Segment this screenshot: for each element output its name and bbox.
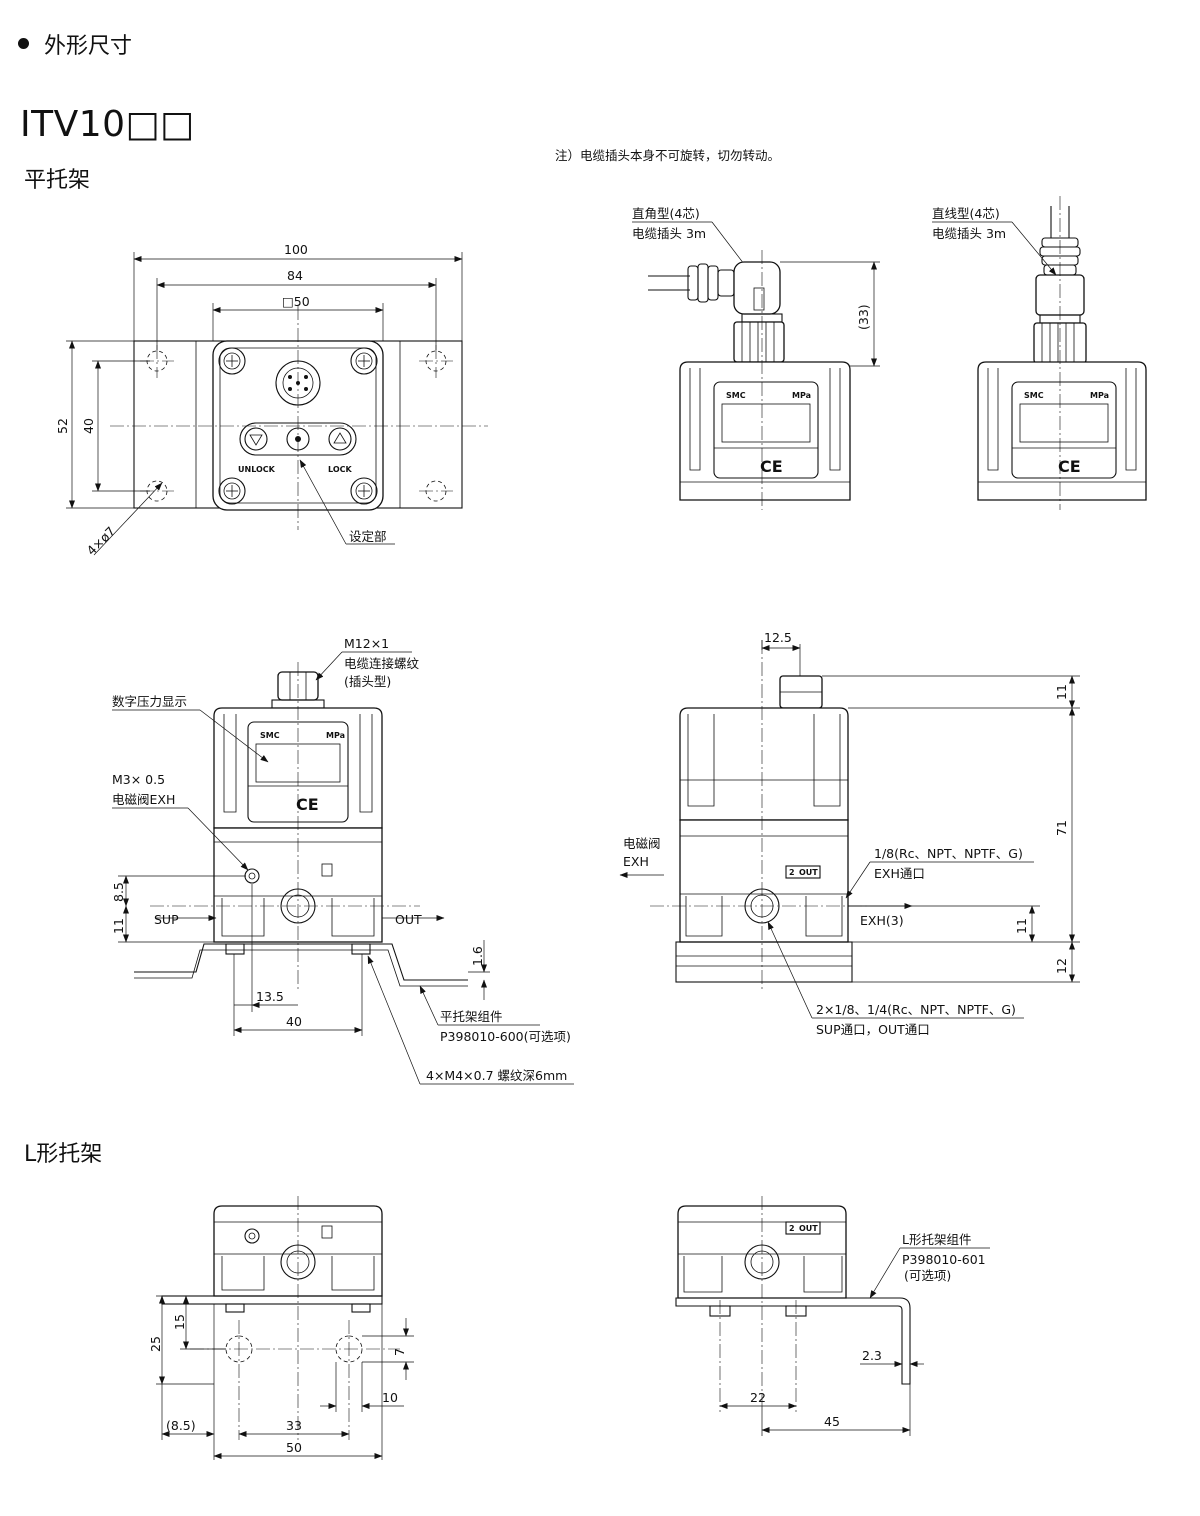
dim-40-front: 40	[286, 1014, 302, 1029]
mpa-label: MPa	[326, 731, 345, 740]
dim-2-3: 2.3	[862, 1348, 882, 1363]
exh-valve-label: 电磁阀EXH	[112, 792, 175, 807]
dim-11-bottom: 11	[1014, 918, 1029, 934]
dim-52: 52	[55, 418, 70, 434]
flat-bracket-subtitle: 平托架	[24, 168, 91, 193]
l-bracket-front-view: 25 15 7 10 (8.5) 33 50	[148, 1196, 414, 1460]
dim-15: 15	[172, 1314, 187, 1330]
plug-type-label: (插头型)	[344, 674, 391, 689]
angle-connector-view: 直角型(4芯) 电缆插头 3m SMC MPa CE	[632, 206, 880, 510]
hole-spec: 4×ø7	[84, 523, 119, 558]
l-bracket-optional: (可选项)	[904, 1268, 951, 1283]
dim-8-5: 8.5	[111, 882, 126, 902]
ce-mark: CE	[296, 795, 319, 814]
bracket-part: P398010-600(可选项)	[440, 1029, 571, 1044]
exh-port-icon	[244, 1228, 260, 1244]
l-bracket-subtitle: L形托架	[24, 1142, 103, 1167]
lock-label: LOCK	[328, 465, 352, 474]
out-label: OUT	[395, 912, 422, 927]
unlock-label: UNLOCK	[238, 465, 276, 474]
thread-label: 电缆连接螺纹	[344, 656, 420, 671]
dim-7: 7	[392, 1348, 407, 1356]
dim-1-6: 1.6	[470, 946, 485, 966]
dim-33: (33)	[856, 304, 871, 330]
m3-label: M3× 0.5	[112, 772, 165, 787]
screw-icon	[218, 477, 246, 505]
l-bracket-label: L形托架组件	[902, 1232, 971, 1247]
side-view: 2 OUT 12.5 11 71 11 12 电磁阀 EXH 1/8(Rc、NP…	[619, 630, 1080, 1037]
port-number: 2	[789, 868, 795, 877]
down-button-icon	[244, 427, 268, 451]
ce-mark: CE	[760, 457, 783, 476]
connector-note: 注）电缆插头本身不可旋转，切勿转动。	[555, 148, 781, 163]
straight-connector-view: 直线型(4芯) 电缆插头 3m SMC MPa CE	[932, 196, 1147, 510]
front-view: SMC MPa CE SUP OUT M12×1 电缆连接螺纹 (插头型)	[111, 636, 574, 1085]
cable-gland-icon	[687, 263, 735, 303]
section-heading: 外形尺寸	[44, 34, 133, 59]
straight-label-1: 直线型(4芯)	[932, 206, 1000, 221]
setting-label: 设定部	[349, 529, 387, 544]
straight-label-2: 电缆插头 3m	[932, 226, 1006, 241]
up-button-icon	[328, 427, 352, 451]
dim-12-5: 12.5	[764, 630, 792, 645]
top-view: UNLOCK LOCK 100 84 □50 52	[55, 242, 488, 558]
m12-label: M12×1	[344, 636, 389, 651]
dim-11-top: 11	[1054, 684, 1069, 700]
port-spec: 1/8(Rc、NPT、NPTF、G)	[874, 846, 1023, 861]
screw-label: 4×M4×0.7 螺纹深6mm	[426, 1068, 567, 1083]
bracket-label: 平托架组件	[440, 1009, 503, 1024]
dim-45: 45	[824, 1414, 840, 1429]
dim-10: 10	[382, 1390, 398, 1405]
dim-50-l: 50	[286, 1440, 302, 1455]
exh3-label: EXH(3)	[860, 913, 904, 928]
exh-label: EXH	[623, 854, 649, 869]
screw-icon	[350, 347, 378, 375]
dim-100: 100	[284, 242, 308, 257]
slot-icon	[335, 1335, 363, 1363]
mpa-label: MPa	[792, 391, 811, 400]
l-bracket-part: P398010-601	[902, 1252, 986, 1267]
ce-mark: CE	[1058, 457, 1081, 476]
dim-25: 25	[148, 1336, 163, 1352]
dim-40: 40	[81, 418, 96, 434]
l-bracket-side-view: 2 OUT 22 45 2.3 L形托架组件 P398010-601 (可选项)	[675, 1196, 990, 1436]
valve-label: 电磁阀	[623, 836, 661, 851]
exh-port-label: EXH通口	[874, 866, 925, 881]
dim-13-5: 13.5	[256, 989, 284, 1004]
dim-sq50: □50	[282, 294, 310, 309]
sup-out-port: SUP通口，OUT通口	[816, 1022, 930, 1037]
sup-label: SUP	[154, 912, 179, 927]
out-tag: OUT	[799, 868, 818, 877]
display-label: 数字压力显示	[112, 694, 187, 709]
dim-8-5-l: (8.5)	[166, 1418, 196, 1433]
slot-icon	[225, 1335, 253, 1363]
bullet-icon	[18, 38, 29, 49]
out-tag: OUT	[799, 1224, 818, 1233]
screw-icon	[350, 477, 378, 505]
port-number: 2	[789, 1224, 795, 1233]
angle-label-1: 直角型(4芯)	[632, 206, 700, 221]
dim-12: 12	[1054, 958, 1069, 974]
brand-logo: SMC	[260, 731, 280, 740]
brand-logo: SMC	[1024, 391, 1044, 400]
sup-out-spec: 2×1/8、1/4(Rc、NPT、NPTF、G)	[816, 1002, 1016, 1017]
dim-22: 22	[750, 1390, 766, 1405]
dim-84: 84	[287, 268, 303, 283]
screw-icon	[218, 347, 246, 375]
model-title: ITV10□□	[20, 104, 195, 145]
dim-71: 71	[1054, 820, 1069, 836]
angle-label-2: 电缆插头 3m	[632, 226, 706, 241]
dim-33-l: 33	[286, 1418, 302, 1433]
mpa-label: MPa	[1090, 391, 1109, 400]
dim-11: 11	[111, 918, 126, 934]
brand-logo: SMC	[726, 391, 746, 400]
